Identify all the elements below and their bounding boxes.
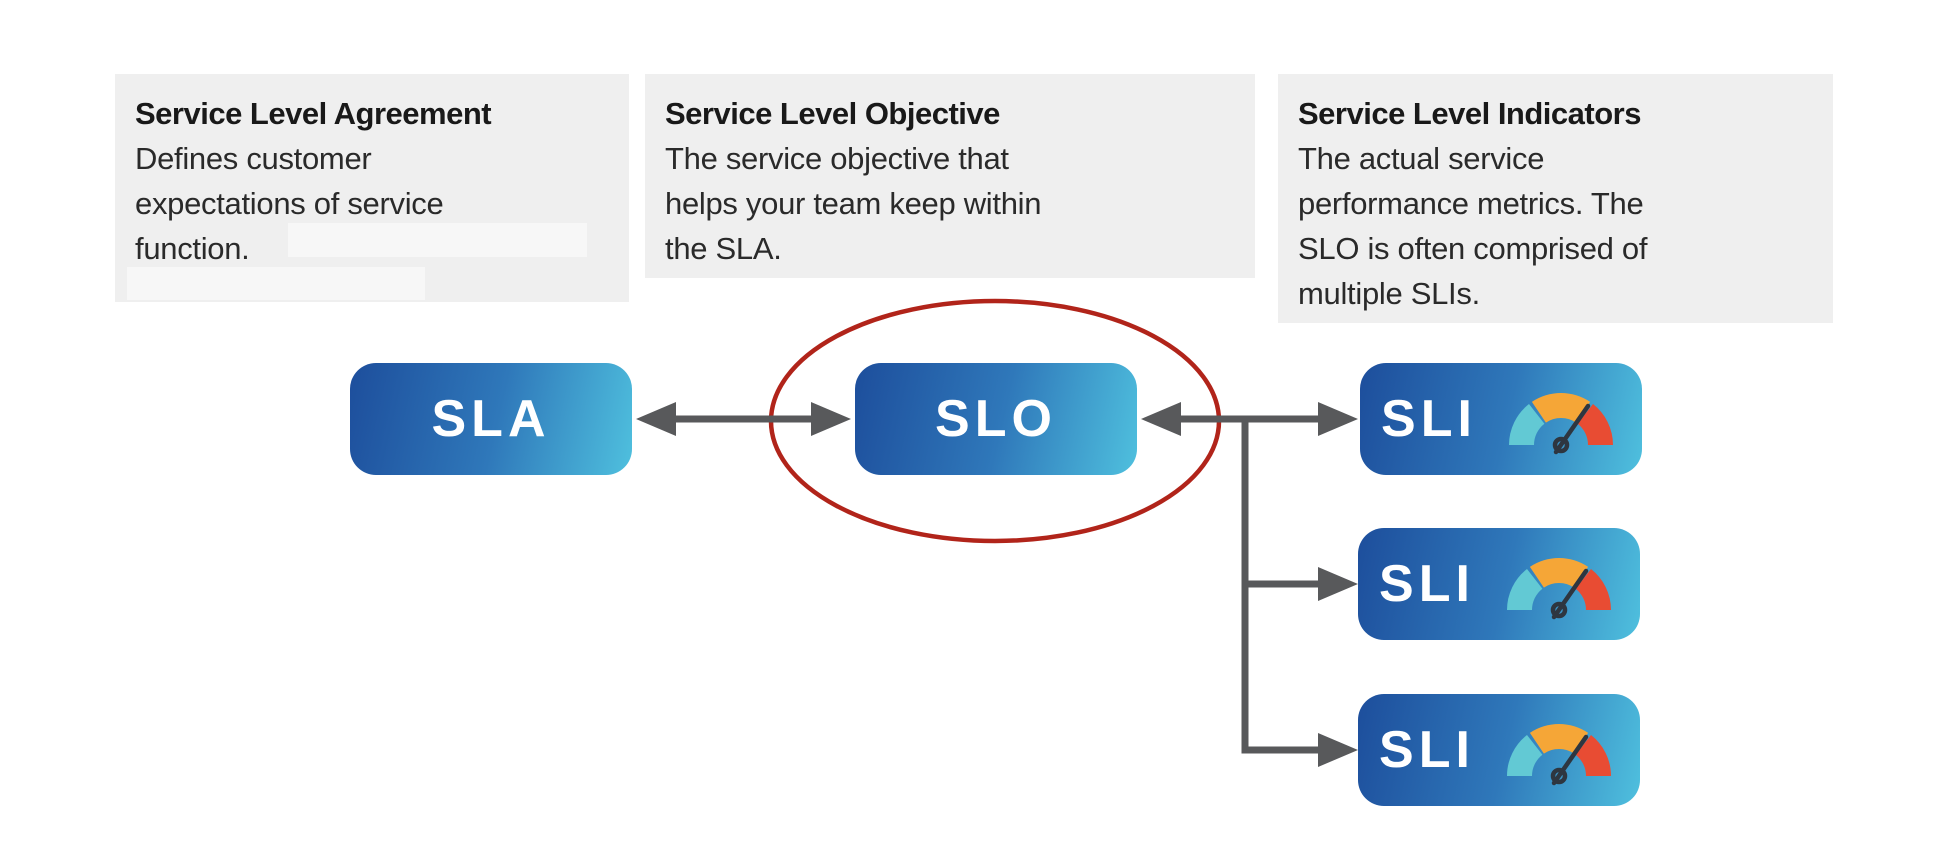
arrowhead-right <box>811 402 851 436</box>
card-body-line: Defines customer <box>135 141 372 176</box>
redacted-text-block <box>127 267 425 300</box>
gauge-icon <box>1506 723 1611 786</box>
card-body-line: The service objective that <box>665 141 1009 176</box>
arrowhead-into-slo <box>1141 402 1181 436</box>
card-body-line: expectations of service <box>135 186 444 221</box>
card-body-line: multiple SLIs. <box>1298 276 1480 311</box>
arrowhead-into-sli2 <box>1318 567 1358 601</box>
node-sla: SLA <box>350 363 632 475</box>
node-slo: SLO <box>855 363 1137 475</box>
node-sli-label: SLI <box>1379 721 1475 779</box>
card-title: Service Level Objective <box>665 96 1000 131</box>
card-service-level-objective: Service Level Objective The service obje… <box>645 74 1255 278</box>
card-body-line: performance metrics. The <box>1298 186 1644 221</box>
node-sli-label: SLI <box>1379 555 1475 613</box>
arrowhead-into-sli3 <box>1318 733 1358 767</box>
arrow-trunk-sli2 <box>1245 567 1358 601</box>
card-body-line: function. <box>135 231 250 266</box>
node-sla-label: SLA <box>431 390 551 448</box>
node-sli-2: SLI <box>1358 528 1640 640</box>
trunk-line <box>1241 419 1318 754</box>
card-service-level-agreement: Service Level Agreement Defines customer… <box>115 74 629 302</box>
card-title: Service Level Indicators <box>1298 96 1641 131</box>
arrow-slo-sli1 <box>1141 402 1358 436</box>
card-service-level-indicators: Service Level Indicators The actual serv… <box>1278 74 1833 323</box>
gauge-icon <box>1506 557 1611 620</box>
card-body-line: helps your team keep within <box>665 186 1042 221</box>
card-body-line: the SLA. <box>665 231 782 266</box>
card-body-line: The actual service <box>1298 141 1545 176</box>
card-body-line: SLO is often comprised of <box>1298 231 1648 266</box>
redacted-text-block <box>288 223 587 257</box>
arrowhead-left <box>636 402 676 436</box>
arrowhead-into-sli1 <box>1318 402 1358 436</box>
node-sli-label: SLI <box>1381 390 1477 448</box>
node-sli-1: SLI <box>1360 363 1642 475</box>
node-slo-label: SLO <box>935 390 1057 448</box>
card-title: Service Level Agreement <box>135 96 492 131</box>
gauge-icon <box>1508 392 1613 455</box>
node-sli-3: SLI <box>1358 694 1640 806</box>
arrow-sla-slo <box>636 402 851 436</box>
